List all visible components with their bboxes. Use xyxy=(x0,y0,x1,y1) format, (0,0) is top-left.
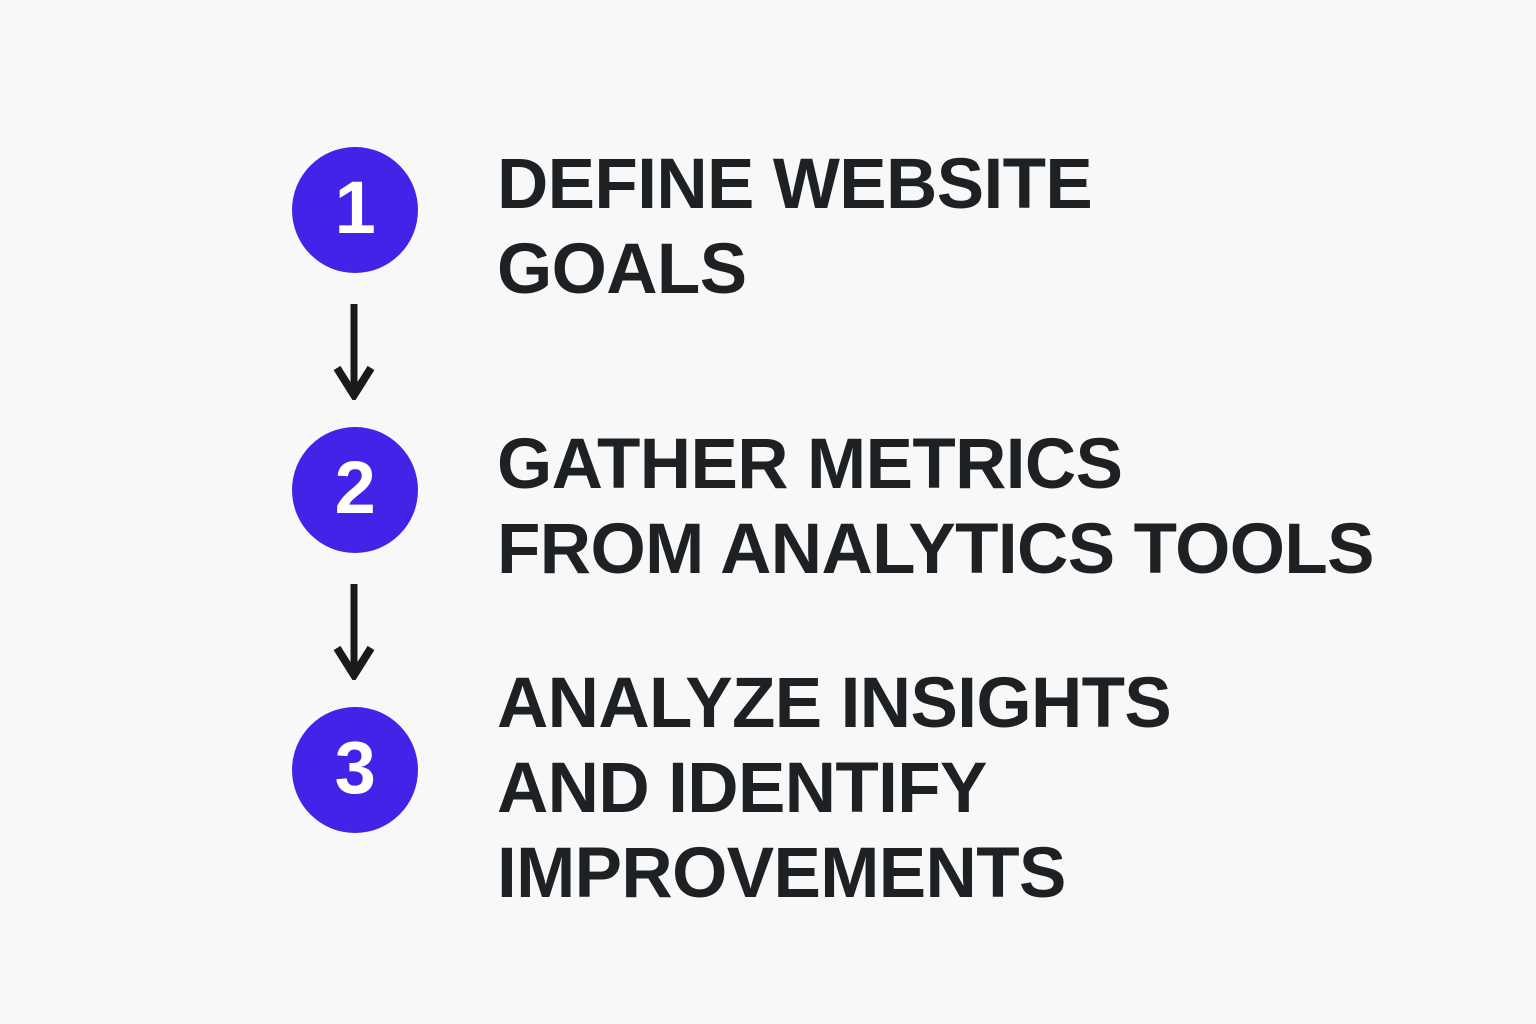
arrow-step-1-to-2 xyxy=(330,300,378,400)
step-label-1-line-1: DEFINE WEBSITE xyxy=(497,145,1093,224)
process-step-2: 2 GATHER METRICS FROM ANALYTICS TOOLS xyxy=(292,425,1374,592)
process-step-3: 3 ANALYZE INSIGHTS AND IDENTIFY IMPROVEM… xyxy=(292,664,1172,916)
step-number-badge-3: 3 xyxy=(292,707,418,833)
step-number-badge-1: 1 xyxy=(292,147,418,273)
down-arrow-icon xyxy=(333,584,375,680)
step-label-1-line-2: GOALS xyxy=(497,230,747,309)
arrow-step-2-to-3 xyxy=(330,580,378,680)
step-label-3-line-1: ANALYZE INSIGHTS xyxy=(497,664,1172,743)
step-label-3-line-3: IMPROVEMENTS xyxy=(497,834,1066,913)
process-step-1: 1 DEFINE WEBSITE GOALS xyxy=(292,145,1093,312)
step-label-3-line-2: AND IDENTIFY xyxy=(497,749,987,828)
step-label-1: DEFINE WEBSITE GOALS xyxy=(497,142,1093,312)
step-label-2-line-1: GATHER METRICS xyxy=(497,425,1123,504)
step-number-badge-2: 2 xyxy=(292,427,418,553)
step-number-label-2: 2 xyxy=(334,446,376,529)
step-label-2: GATHER METRICS FROM ANALYTICS TOOLS xyxy=(497,422,1374,592)
down-arrow-icon xyxy=(333,304,375,400)
step-label-3: ANALYZE INSIGHTS AND IDENTIFY IMPROVEMEN… xyxy=(497,661,1172,916)
step-label-2-line-2: FROM ANALYTICS TOOLS xyxy=(497,510,1374,589)
step-number-label-3: 3 xyxy=(334,726,376,809)
step-number-label-1: 1 xyxy=(334,166,376,249)
